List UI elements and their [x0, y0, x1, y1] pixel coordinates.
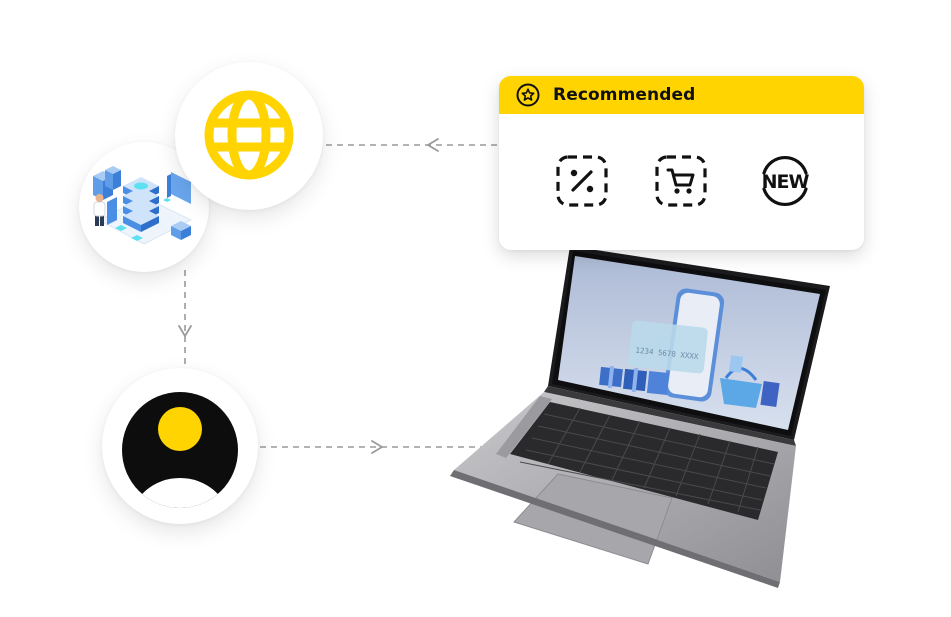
laptop-keyboard	[510, 402, 778, 520]
new-badge-text: NEW	[762, 171, 810, 193]
user-node	[102, 368, 258, 524]
connector-user-to-laptop	[260, 440, 492, 454]
laptop-illustration: 1234 5678 XXXX	[450, 246, 830, 588]
discount-option[interactable]	[555, 154, 609, 208]
discount-icon	[556, 155, 608, 207]
globe-icon	[204, 90, 294, 180]
recommended-card: Recommended NEW	[499, 76, 864, 250]
new-option[interactable]: NEW	[755, 154, 815, 208]
cart-option[interactable]	[654, 154, 708, 208]
server-isometric-illustration	[93, 166, 193, 245]
star-badge-icon	[516, 83, 540, 107]
user-avatar-icon	[122, 392, 238, 508]
cart-icon	[655, 155, 707, 207]
connector-server-to-user	[178, 270, 192, 386]
connector-card-to-globe	[326, 138, 500, 152]
new-badge-icon: NEW	[762, 156, 810, 206]
recommended-card-header: Recommended	[499, 76, 864, 114]
recommended-card-title: Recommended	[553, 85, 696, 105]
globe-node	[175, 62, 323, 210]
